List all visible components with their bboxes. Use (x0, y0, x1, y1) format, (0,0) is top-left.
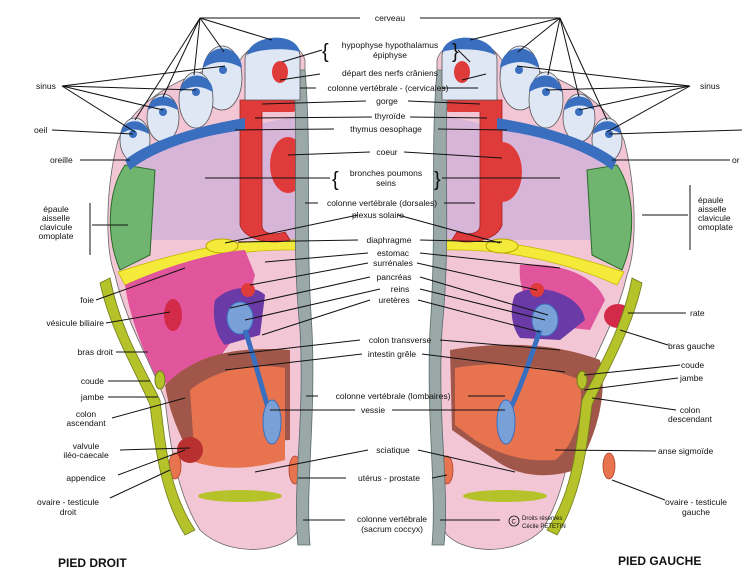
label-coeur: coeur (376, 147, 397, 157)
brace-right-2: } (434, 169, 441, 191)
left-foot (100, 38, 313, 550)
label-intestin-grele: intestin grêle (368, 349, 416, 359)
title-pied-gauche: PIED GAUCHE (618, 554, 701, 568)
right-label-rate: rate (690, 308, 705, 318)
label-surrenales: surrénales (373, 258, 413, 268)
left-label-appendice: appendice (66, 473, 106, 483)
label-sciatique: sciatique (376, 445, 410, 455)
left-label-omoplate: omoplate (39, 231, 74, 241)
right-label-sinus: sinus (700, 81, 720, 91)
label-hypophyse: hypophyse hypothalamus (342, 40, 438, 50)
left-valve (177, 437, 203, 463)
label-sacrum-coccyx: (sacrum coccyx) (361, 524, 423, 534)
left-elbow (155, 371, 165, 389)
copyright-line2: Cécile PETETIN (522, 524, 566, 530)
left-adrenal (241, 283, 255, 297)
label-ureteres: uretères (378, 295, 409, 305)
label-colonne-lombaires: colonne vertébrale (lombaires) (336, 391, 451, 401)
left-label-colon-2: ascendant (66, 418, 106, 428)
label-colonne-dorsales: colonne vertébrale (dorsales) (327, 198, 437, 208)
left-label-vesicule: vésicule biliaire (46, 318, 104, 328)
right-label-oreille: or (732, 155, 740, 165)
right-label-coude: coude (681, 360, 704, 370)
right-label-ovaire-1: ovaire - testicule (665, 497, 727, 507)
left-eye-dot-3 (192, 88, 200, 96)
left-label-jambe: jambe (80, 392, 104, 402)
label-colon-transverse: colon transverse (369, 335, 432, 345)
right-label-omoplate: omoplate (698, 222, 733, 232)
label-bronches: bronches poumons (350, 168, 422, 178)
left-label-foie: foie (80, 295, 94, 305)
right-elbow (577, 371, 587, 389)
left-label-ovaire-1: ovaire - testicule (37, 497, 99, 507)
copyright-line1: Droits réservés (522, 516, 562, 522)
right-label-anse: anse sigmoïde (658, 446, 714, 456)
left-label-oeil: oeil (34, 125, 47, 135)
right-shoulder-zone (587, 165, 632, 270)
label-reins: reins (391, 284, 409, 294)
brace-right-1: } (452, 41, 459, 63)
label-colonne-sacrum: colonne vertébrale (357, 514, 427, 524)
brace-left-1: { (322, 41, 329, 63)
left-bladder (263, 400, 281, 444)
label-epiphyse: épiphyse (373, 50, 407, 60)
brace-left-2: { (332, 169, 339, 191)
copyright-c: C (512, 520, 517, 526)
label-thymus: thymus oesophage (350, 124, 422, 134)
label-diaphragme: diaphragme (367, 235, 412, 245)
left-label-bras-droit: bras droit (78, 347, 114, 357)
left-shoulder-zone (110, 165, 155, 270)
right-ovary (603, 453, 615, 479)
right-labels: sinus or épaule aisselle clavicule omopl… (618, 81, 740, 568)
label-vessie: vessie (361, 405, 385, 415)
left-eye-dot-4 (219, 66, 227, 74)
right-label-jambe: jambe (679, 373, 703, 383)
label-pancreas: pancréas (377, 272, 412, 282)
label-plexus: plexus solaire (352, 210, 404, 220)
label-cerveau: cerveau (375, 13, 406, 23)
label-gorge: gorge (376, 96, 398, 106)
right-label-ovaire-2: gauche (682, 507, 710, 517)
label-seins: seins (376, 178, 396, 188)
right-eye-dot-3 (542, 88, 550, 96)
right-heel-bar (463, 490, 547, 502)
left-kidney (227, 302, 253, 334)
right-heart (482, 142, 522, 202)
left-label-valvule-2: iléo-caecale (63, 450, 109, 460)
right-foot (429, 38, 642, 550)
title-pied-droit: PIED DROIT (58, 556, 127, 569)
right-plexus (486, 239, 518, 253)
right-eye-dot-4 (515, 66, 523, 74)
right-bladder (497, 400, 515, 444)
left-gallbladder (164, 299, 182, 331)
label-depart-nerfs: départ des nerfs crâniens (342, 68, 438, 78)
right-label-bras-gauche: bras gauche (668, 341, 715, 351)
left-label-sinus: sinus (36, 81, 56, 91)
label-estomac: estomac (377, 248, 410, 258)
label-thyroide: thyroïde (375, 111, 406, 121)
label-uterus: utérus - prostate (358, 473, 420, 483)
label-colonne-cervicales: colonne vertébrale - (cervicales) (328, 83, 449, 93)
right-label-colon-2: descendant (668, 414, 713, 424)
left-label-ovaire-2: droit (60, 507, 77, 517)
left-heel-bar (198, 490, 282, 502)
left-label-coude: coude (81, 376, 104, 386)
left-label-oreille: oreille (50, 155, 73, 165)
